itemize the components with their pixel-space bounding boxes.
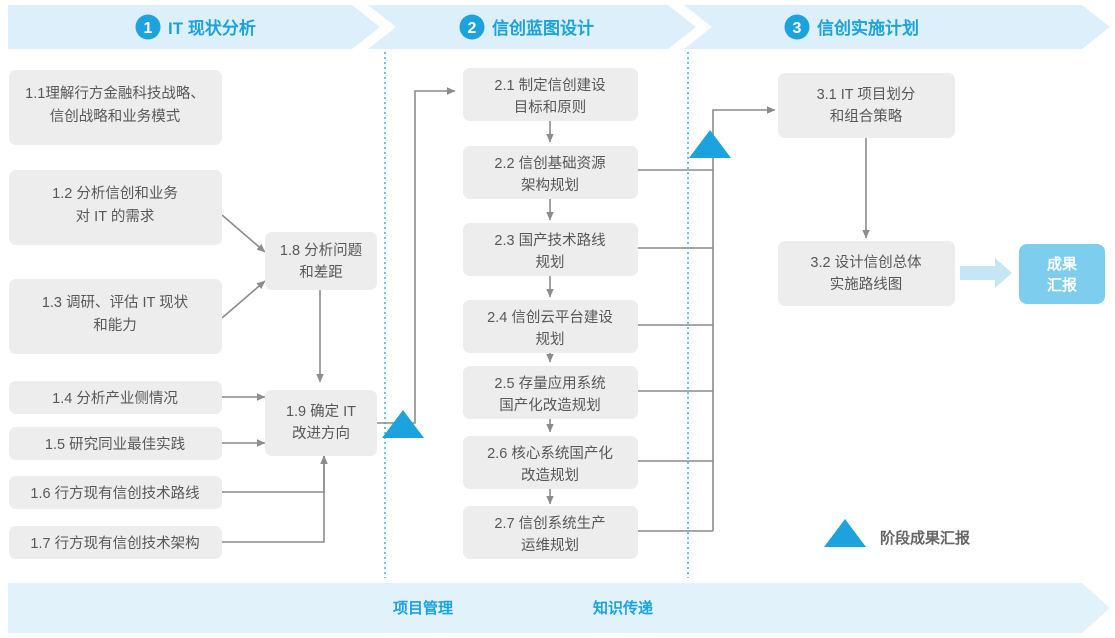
box-1-5[interactable]: 1.5 研究同业最佳实践 (9, 427, 222, 460)
header-chevron-1 (352, 5, 396, 49)
box-1-3[interactable]: 1.3 调研、评估 IT 现状 和能力 (9, 279, 222, 354)
footer-band: 项目管理 知识传递 (8, 583, 1110, 633)
header-phase-3[interactable]: 3 信创实施计划 (784, 14, 920, 40)
box-2-6[interactable]: 2.6 核心系统国产化 改造规划 (463, 436, 638, 489)
box-2-2[interactable]: 2.2 信创基础资源 架构规划 (463, 146, 638, 199)
box-1-1-line-1: 信创战略和业务模式 (50, 108, 181, 125)
box-2-1-line-0: 2.1 制定信创建设 (494, 77, 605, 94)
phase-label-2: 信创蓝图设计 (492, 18, 594, 38)
result-box-line-0: 成果 (1047, 255, 1078, 273)
phase1-connectors (221, 214, 328, 543)
phase2-collector-bus (638, 106, 776, 532)
box-2-1[interactable]: 2.1 制定信创建设 目标和原则 (463, 68, 638, 121)
box-2-2-line-1: 架构规划 (521, 177, 579, 194)
box-1-9[interactable]: 1.9 确定 IT 改进方向 (265, 390, 377, 456)
box-1-9-line-1: 改进方向 (292, 425, 350, 442)
box-1-2[interactable]: 1.2 分析信创和业务 对 IT 的需求 (9, 170, 222, 245)
box-2-7[interactable]: 2.7 信创系统生产 运维规划 (463, 506, 638, 559)
box-1-8-line-0: 1.8 分析问题 (280, 242, 362, 259)
box-3-1-line-0: 3.1 IT 项目划分 (817, 86, 916, 103)
box-2-4-line-1: 规划 (536, 331, 565, 348)
phase-label-3: 信创实施计划 (817, 18, 919, 38)
header-band (8, 5, 1110, 49)
box-2-3-line-1: 规划 (536, 254, 565, 271)
box-2-5-line-0: 2.5 存量应用系统 (494, 374, 605, 392)
result-arrow-icon (960, 258, 1012, 288)
box-1-2-line-1: 对 IT 的需求 (76, 208, 155, 225)
phase-number-badge-3 (784, 14, 810, 40)
header-chevron-2 (668, 5, 712, 49)
box-1-5-line-0: 1.5 研究同业最佳实践 (45, 436, 185, 453)
header-phase-2[interactable]: 2 信创蓝图设计 (459, 14, 595, 40)
legend: 阶段成果汇报 (824, 519, 970, 547)
box-2-5-line-1: 国产化改造规划 (499, 397, 601, 414)
box-1-1[interactable]: 1.1理解行方金融科技战略、 信创战略和业务模式 (9, 70, 222, 145)
box-1-8[interactable]: 1.8 分析问题 和差距 (265, 232, 377, 290)
box-1-4[interactable]: 1.4 分析产业侧情况 (9, 381, 222, 414)
box-2-3[interactable]: 2.3 国产技术路线 规划 (463, 223, 638, 276)
box-1-7-line-0: 1.7 行方现有信创技术架构 (30, 535, 199, 552)
box-1-9-line-0: 1.9 确定 IT (286, 403, 356, 420)
box-2-4-line-0: 2.4 信创云平台建设 (487, 309, 613, 326)
box-3-1-line-1: 和组合策略 (830, 108, 903, 125)
box-1-8-line-1: 和差距 (299, 264, 343, 281)
milestone-triangle-icon-1 (382, 410, 424, 438)
result-box-line-1: 汇报 (1047, 277, 1077, 294)
result-box[interactable]: 成果 汇报 (1019, 244, 1105, 304)
phase-number-badge-2 (459, 14, 485, 40)
box-3-2[interactable]: 3.2 设计信创总体 实施路线图 (778, 241, 955, 306)
footer-item-0: 项目管理 (393, 599, 453, 617)
box-1-6-line-0: 1.6 行方现有信创技术路线 (30, 485, 199, 502)
box-3-1[interactable]: 3.1 IT 项目划分 和组合策略 (778, 73, 955, 138)
box-1-7[interactable]: 1.7 行方现有信创技术架构 (9, 526, 222, 559)
legend-label: 阶段成果汇报 (880, 529, 970, 547)
box-1-1-line-0: 1.1理解行方金融科技战略、 (25, 85, 205, 102)
box-1-3-line-0: 1.3 调研、评估 IT 现状 (42, 294, 189, 311)
milestone-triangle-icon-2 (689, 130, 731, 158)
box-2-4[interactable]: 2.4 信创云平台建设 规划 (463, 300, 638, 353)
box-1-3-line-1: 和能力 (93, 317, 137, 334)
box-3-2-line-1: 实施路线图 (830, 276, 903, 293)
footer-item-1: 知识传递 (593, 599, 653, 617)
phase-number-badge-1 (135, 14, 161, 40)
box-1-6[interactable]: 1.6 行方现有信创技术路线 (9, 476, 222, 509)
box-3-2-line-0: 3.2 设计信创总体 (810, 254, 922, 271)
phase1-to-phase2-connector (377, 87, 456, 424)
box-1-4-line-0: 1.4 分析产业侧情况 (52, 390, 178, 407)
phase-label-1: IT 现状分析 (168, 18, 256, 38)
box-2-7-line-1: 运维规划 (521, 537, 579, 554)
phase-number-3: 3 (793, 20, 802, 37)
phase-number-1: 1 (144, 20, 153, 37)
header-phase-1[interactable]: 1 IT 现状分析 (135, 14, 256, 40)
phase-number-2: 2 (468, 20, 477, 37)
box-2-7-line-0: 2.7 信创系统生产 (494, 515, 605, 532)
box-2-6-line-1: 改造规划 (521, 467, 579, 484)
box-2-5[interactable]: 2.5 存量应用系统 国产化改造规划 (463, 366, 638, 419)
legend-triangle-icon (824, 519, 866, 547)
box-2-1-line-1: 目标和原则 (514, 99, 587, 116)
box-2-2-line-0: 2.2 信创基础资源 (494, 155, 606, 172)
box-2-3-line-0: 2.3 国产技术路线 (494, 232, 605, 249)
box-2-6-line-0: 2.6 核心系统国产化 (487, 445, 613, 462)
box-1-2-line-0: 1.2 分析信创和业务 (52, 185, 178, 202)
